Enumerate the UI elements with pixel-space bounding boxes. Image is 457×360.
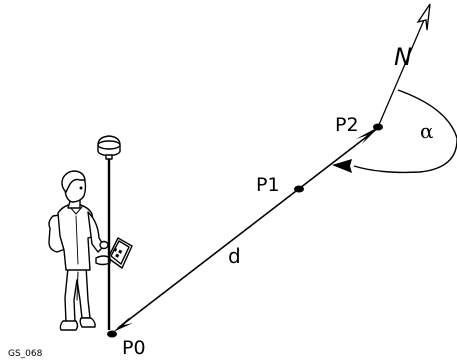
surveyor-with-gnss-pole-icon [48,135,133,331]
shoe-left [59,320,79,331]
angle-label: α [420,119,434,143]
surveyor-legs [64,265,91,323]
point-label-p1: P1 [256,174,280,196]
distance-label: d [228,244,241,268]
arrowhead-p0 [113,317,133,332]
surveyor-arm [87,211,105,253]
point-label-p0: P0 [122,337,146,359]
gnss-antenna-icon [97,135,121,160]
shoe-right [79,317,96,328]
north-arrow-icon [377,3,431,128]
figure-code: GS_068 [8,349,43,359]
point-p0-marker [107,330,117,338]
angle-arc-arrowhead [332,159,352,173]
point-p1-marker [294,185,304,193]
point-label-p2: P2 [335,114,359,136]
distance-line [117,127,379,329]
field-controller-icon [107,237,133,269]
surveyor-head [61,170,87,209]
arrowhead-p2 [356,126,380,144]
angle-arc [353,89,457,174]
north-label: N [394,43,412,71]
